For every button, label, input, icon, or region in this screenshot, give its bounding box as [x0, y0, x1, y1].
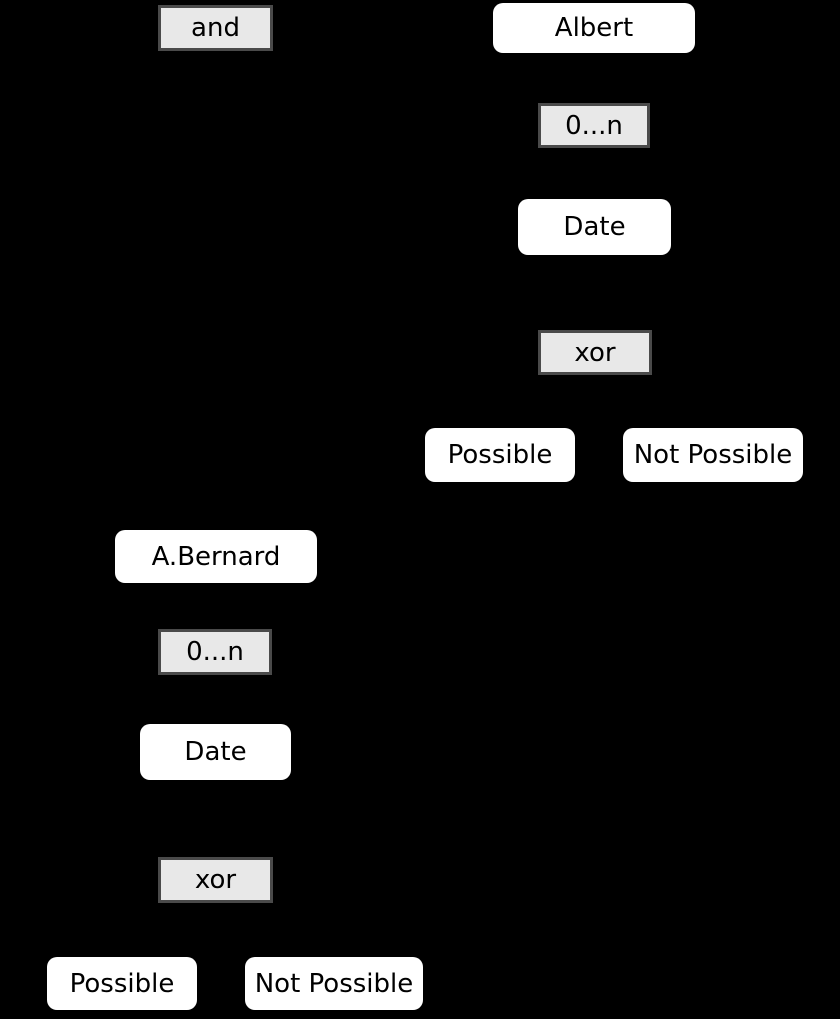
- node-albert: Albert: [493, 3, 695, 53]
- node-bernard-possible: Possible: [47, 957, 197, 1010]
- node-albert-possible: Possible: [425, 428, 575, 482]
- node-bernard-not-possible: Not Possible: [245, 957, 423, 1010]
- node-a-bernard: A.Bernard: [115, 530, 317, 583]
- node-albert-not-possible: Not Possible: [623, 428, 803, 482]
- node-bernard-xor-operator: xor: [158, 857, 273, 903]
- node-albert-date: Date: [518, 199, 671, 255]
- node-bernard-date: Date: [140, 724, 291, 780]
- node-bernard-multiplicity: 0...n: [158, 629, 272, 675]
- node-and-operator: and: [158, 5, 273, 51]
- node-albert-multiplicity: 0...n: [538, 103, 650, 148]
- node-albert-xor-operator: xor: [538, 330, 652, 375]
